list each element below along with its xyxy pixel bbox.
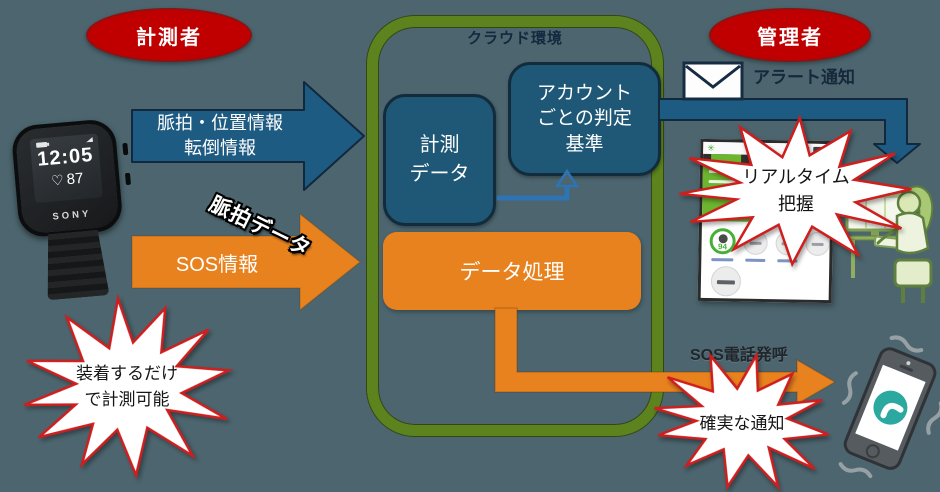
actor-admin-ellipse: 管理者 — [709, 8, 871, 62]
callout-notify-label: 確実な通知 — [699, 413, 785, 433]
arrow-sos: SOS情報 — [131, 213, 361, 312]
starburst-shape — [637, 337, 846, 492]
signal-icon — [86, 137, 93, 143]
arrow-vitals-shape — [131, 81, 365, 191]
arrow-vitals-line1: 脈拍・位置情報 — [157, 112, 283, 133]
arrow-criteria-to-admin — [658, 98, 921, 164]
callout-realtime-line2: 把握 — [778, 194, 814, 214]
phone-home-button — [865, 444, 880, 459]
arrow-sos-shape — [131, 213, 361, 311]
smartphone — [838, 335, 940, 479]
starburst-shape — [672, 116, 920, 266]
battery-icon — [35, 141, 48, 148]
data-processing-label: データ処理 — [459, 261, 565, 284]
actor-measurer-ellipse: 計測者 — [86, 8, 252, 62]
connector-measure-to-criteria — [497, 168, 580, 201]
criteria-box: アカウント ごとの判定 基準 — [508, 62, 661, 176]
callout-wear-line1: 装着するだけ — [76, 363, 178, 383]
measurement-data-line2: データ — [409, 163, 470, 185]
arm — [876, 226, 901, 245]
smartwatch-band — [42, 229, 110, 300]
callout-wear: 装着するだけ で計測可能 — [16, 296, 238, 478]
data-processing-box: データ処理 — [383, 232, 641, 310]
criteria-line2: ごとの判定 — [537, 108, 632, 130]
criteria-line1: アカウント — [536, 82, 632, 104]
dashboard-user-circle-5 — [710, 266, 742, 297]
callout-realtime-line1: リアルタイム — [742, 167, 850, 187]
smartwatch: 12:05 ♡87 SONY — [0, 112, 147, 308]
alert-notification-label: アラート通知 — [753, 68, 855, 87]
smartwatch-button-top — [122, 142, 129, 156]
arrow-sos-label: SOS情報 — [175, 253, 259, 276]
cloud-environment-box — [367, 16, 663, 436]
measurement-data-box: 計測 データ — [383, 94, 496, 226]
smartwatch-screen: 12:05 ♡87 — [29, 133, 103, 204]
arrow-vitals: 脈拍・位置情報 転倒情報 — [131, 80, 365, 192]
actor-admin-label: 管理者 — [757, 26, 823, 49]
arrow-vitals-line2: 転倒情報 — [184, 138, 256, 158]
torso — [895, 211, 930, 255]
envelope-icon — [682, 61, 744, 101]
callout-realtime: リアルタイム 把握 — [672, 116, 920, 266]
chair — [893, 258, 933, 288]
watch-heart-rate: 87 — [66, 169, 85, 189]
criteria-line3: 基準 — [565, 133, 604, 155]
callout-wear-line2: で計測可能 — [84, 390, 170, 409]
vibration-lines — [838, 335, 940, 479]
smartwatch-button-bottom — [124, 172, 131, 186]
starburst-shape — [4, 281, 249, 492]
callout-notify: 確実な通知 — [648, 352, 836, 490]
actor-measurer-label: 計測者 — [136, 26, 202, 49]
cloud-environment-label: クラウド環境 — [466, 30, 563, 47]
watch-heart-rate-row: ♡87 — [33, 168, 102, 191]
heart-icon: ♡ — [50, 171, 65, 189]
watch-time: 12:05 — [36, 143, 95, 171]
measurement-data-line1: 計測 — [419, 134, 460, 156]
